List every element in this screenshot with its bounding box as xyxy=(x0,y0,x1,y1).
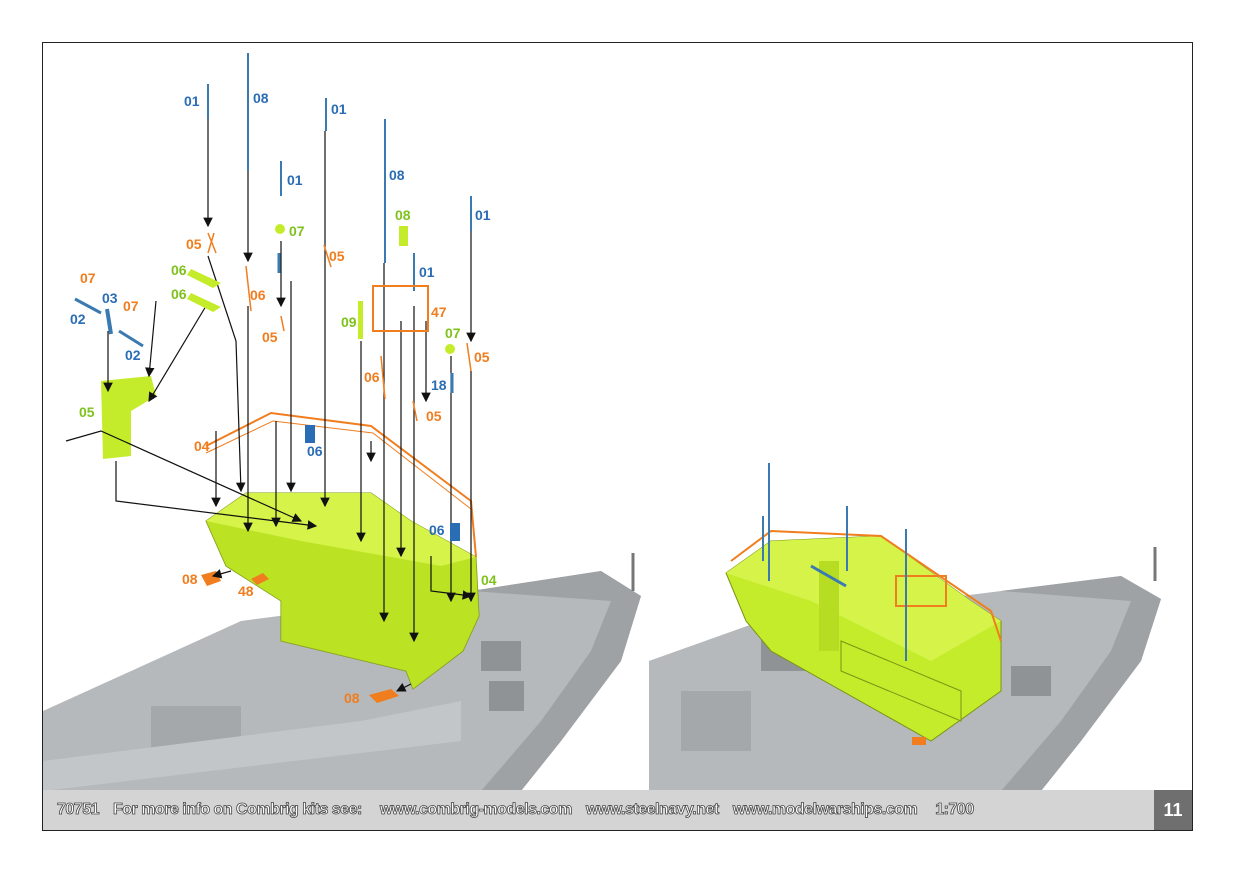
part-label: 03 xyxy=(102,290,118,306)
part-label: 04 xyxy=(481,572,497,588)
part-label: 05 xyxy=(474,349,490,365)
part-05-mast-base xyxy=(101,376,156,459)
part-label: 06 xyxy=(171,262,187,278)
part-label: 08 xyxy=(182,571,198,587)
part-label: 08 xyxy=(253,90,269,106)
part-label: 08 xyxy=(344,690,360,706)
part-label: 01 xyxy=(419,264,435,280)
part-label: 06 xyxy=(429,522,445,538)
ship-hull-left xyxy=(43,553,641,791)
part-labels: 01 08 01 01 08 08 01 07 05 05 06 06 06 0… xyxy=(70,90,497,706)
link-steelnavy[interactable]: www.steelnavy.net xyxy=(585,801,719,819)
info-text: For more info on Combrig kits see: xyxy=(113,801,363,819)
link-combrig[interactable]: www.combrig-models.com xyxy=(379,801,572,819)
part-label: 02 xyxy=(125,347,141,363)
small-parts xyxy=(74,53,472,541)
part-label: 07 xyxy=(123,298,139,314)
part-label: 02 xyxy=(70,311,86,327)
part-label: 06 xyxy=(307,443,323,459)
part-label: 04 xyxy=(194,438,210,454)
part-label: 05 xyxy=(186,236,202,252)
part-label: 05 xyxy=(329,248,345,264)
assembly-diagram: 01 08 01 01 08 08 01 07 05 05 06 06 06 0… xyxy=(43,53,1161,791)
instruction-page: 01 08 01 01 08 08 01 07 05 05 06 06 06 0… xyxy=(42,42,1193,831)
part-label: 47 xyxy=(431,304,447,320)
part-label: 07 xyxy=(80,270,96,286)
bridge-superstructure-right xyxy=(725,463,1002,745)
part-label: 18 xyxy=(431,377,447,393)
part-label: 07 xyxy=(445,325,461,341)
part-label: 01 xyxy=(475,207,491,223)
part-label: 08 xyxy=(389,167,405,183)
part-label: 06 xyxy=(250,287,266,303)
page-number: 11 xyxy=(1154,790,1192,830)
footer-bar: 70751 For more info on Combrig kits see:… xyxy=(43,790,1192,830)
part-label: 05 xyxy=(79,404,95,420)
part-label: 01 xyxy=(331,101,347,117)
link-modelwarships[interactable]: www.modelwarships.com xyxy=(732,801,918,819)
part-label: 09 xyxy=(341,314,357,330)
part-label: 48 xyxy=(238,583,254,599)
part-label: 08 xyxy=(395,207,411,223)
scale: 1:700 xyxy=(935,801,975,819)
part-label: 01 xyxy=(287,172,303,188)
part-label: 01 xyxy=(184,93,200,109)
part-label: 06 xyxy=(364,369,380,385)
assembly-arrows xyxy=(65,119,476,692)
part-label: 07 xyxy=(289,223,305,239)
part-label: 05 xyxy=(262,329,278,345)
part-label: 05 xyxy=(426,408,442,424)
part-label: 06 xyxy=(171,286,187,302)
kit-number: 70751 xyxy=(57,801,100,819)
